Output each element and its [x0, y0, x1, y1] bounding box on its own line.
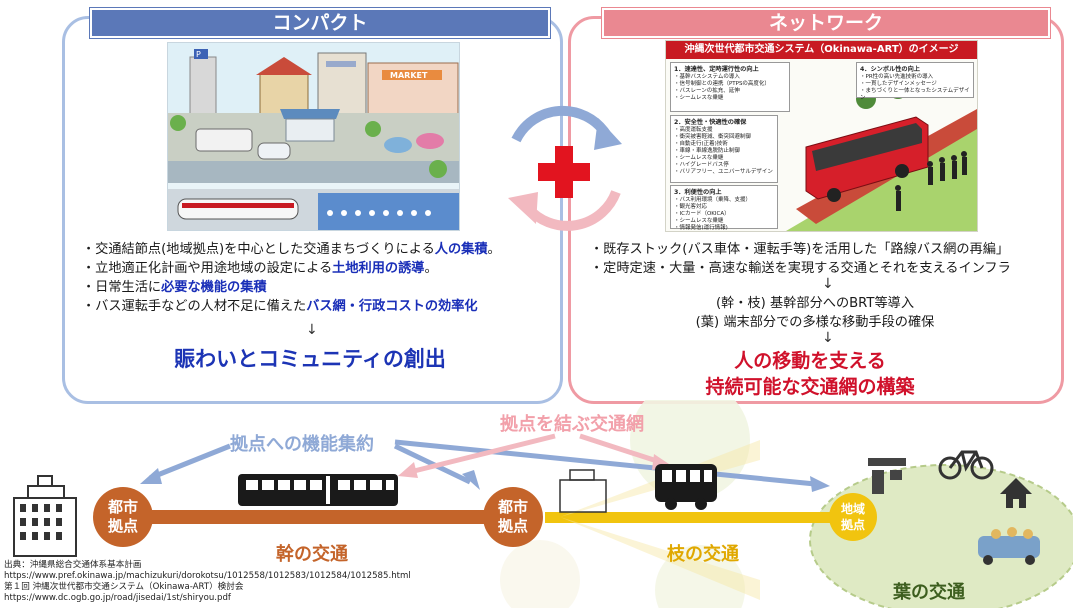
bus-street-drawing: [786, 69, 977, 231]
regional-hub: [829, 493, 877, 541]
compact-bullet: ・交通結節点(地域拠点)を中心とした交通まちづくりによる人の集積。: [82, 242, 501, 257]
svg-text:P: P: [196, 50, 201, 59]
hub-network-diagram: [13, 400, 1073, 608]
network-bullet-list: ・既存ストック(バス車体・運転手等)を活用した「路線バス網の再編」 ・定時定速・…: [580, 240, 1050, 278]
network-title: ネットワーク: [601, 7, 1051, 39]
city-hub-1: [93, 487, 153, 547]
market-sign-text: MARKET: [390, 71, 428, 80]
network-sub-line: (幹・枝) 基幹部分へのBRT等導入: [715, 296, 915, 311]
city-hub-2: [483, 487, 543, 547]
compact-bullet: ・日常生活に必要な機能の集積: [82, 280, 267, 295]
compact-bullet-list: ・交通結節点(地域拠点)を中心とした交通まちづくりによる人の集積。 ・立地適正化…: [82, 240, 501, 316]
okinawa-box-4: 4．シンボル性の向上 ・PR性の高い先進技術の導入 ・一貫したデザインメッセージ…: [856, 62, 974, 101]
okinawa-box-2: 2．安全性・快適性の確保 ・高度運転支援 ・衝突被害軽減、衝突回避制御 ・自動走…: [670, 115, 778, 183]
trunk-label: 幹の交通: [276, 544, 348, 565]
compact-bullet: ・バス運転手などの人材不足に備えたバス網・行政コストの効率化: [82, 299, 478, 314]
compact-down-arrow: ↓: [306, 322, 318, 338]
compact-city-illustration: P MARKET: [167, 42, 460, 231]
branch-line: [545, 512, 845, 523]
okinawa-art-image-title: 沖縄次世代都市交通システム（Okinawa-ART）のイメージ: [666, 41, 977, 59]
branch-label: 枝の交通: [667, 544, 739, 565]
okinawa-box-1: 1．速達性、定時運行性の向上 ・基幹バスシステムの導入 ・信号制御との連携（PT…: [670, 62, 790, 112]
source-citation: 出典：沖縄県総合交通体系基本計画 https://www.pref.okinaw…: [4, 560, 411, 603]
network-down-arrow-1: ↓: [822, 276, 834, 292]
regional-hub-label: 地域拠点: [840, 502, 865, 532]
label-concentration: 拠点への機能集約: [230, 434, 374, 455]
leaf-label: 葉の交通: [893, 582, 965, 603]
network-conclusion-line2: 持続可能な交通網の構築: [705, 376, 915, 398]
network-conclusion-line1: 人の移動を支える: [734, 350, 886, 372]
label-connect: 拠点を結ぶ交通網: [500, 414, 644, 435]
compact-title: コンパクト: [89, 7, 551, 39]
city-hub-2-label: 都市拠点: [497, 498, 528, 535]
trunk-line: [120, 510, 530, 524]
network-bullet: ・既存ストック(バス車体・運転手等)を活用した「路線バス網の再編」: [590, 242, 1010, 257]
network-bullet: ・定時定速・大量・高速な輸送を実現する交通とそれを支えるインフラ: [590, 261, 1011, 276]
okinawa-box-3: 3．利便性の向上 ・バス利用環境（乗降、支援） ・観光客対応 ・ICカード（OK…: [670, 185, 778, 231]
compact-bullet: ・立地適正化計画や用途地域の設定による土地利用の誘導。: [82, 261, 438, 276]
city-hub-1-label: 都市拠点: [107, 498, 138, 535]
network-down-arrow-2: ↓: [822, 330, 834, 346]
network-sub-lines: (幹・枝) 基幹部分へのBRT等導入 (葉) 端末部分での多様な移動手段の確保: [580, 294, 1050, 332]
cycle-plus-icon: [508, 105, 622, 231]
compact-city-drawing: P MARKET: [168, 43, 459, 230]
network-sub-line: (葉) 端末部分での多様な移動手段の確保: [695, 315, 935, 330]
okinawa-art-image: 沖縄次世代都市交通システム（Okinawa-ART）のイメージ 1．速達性、定時…: [665, 40, 978, 232]
compact-conclusion: 賑わいとコミュニティの創出: [174, 347, 446, 371]
